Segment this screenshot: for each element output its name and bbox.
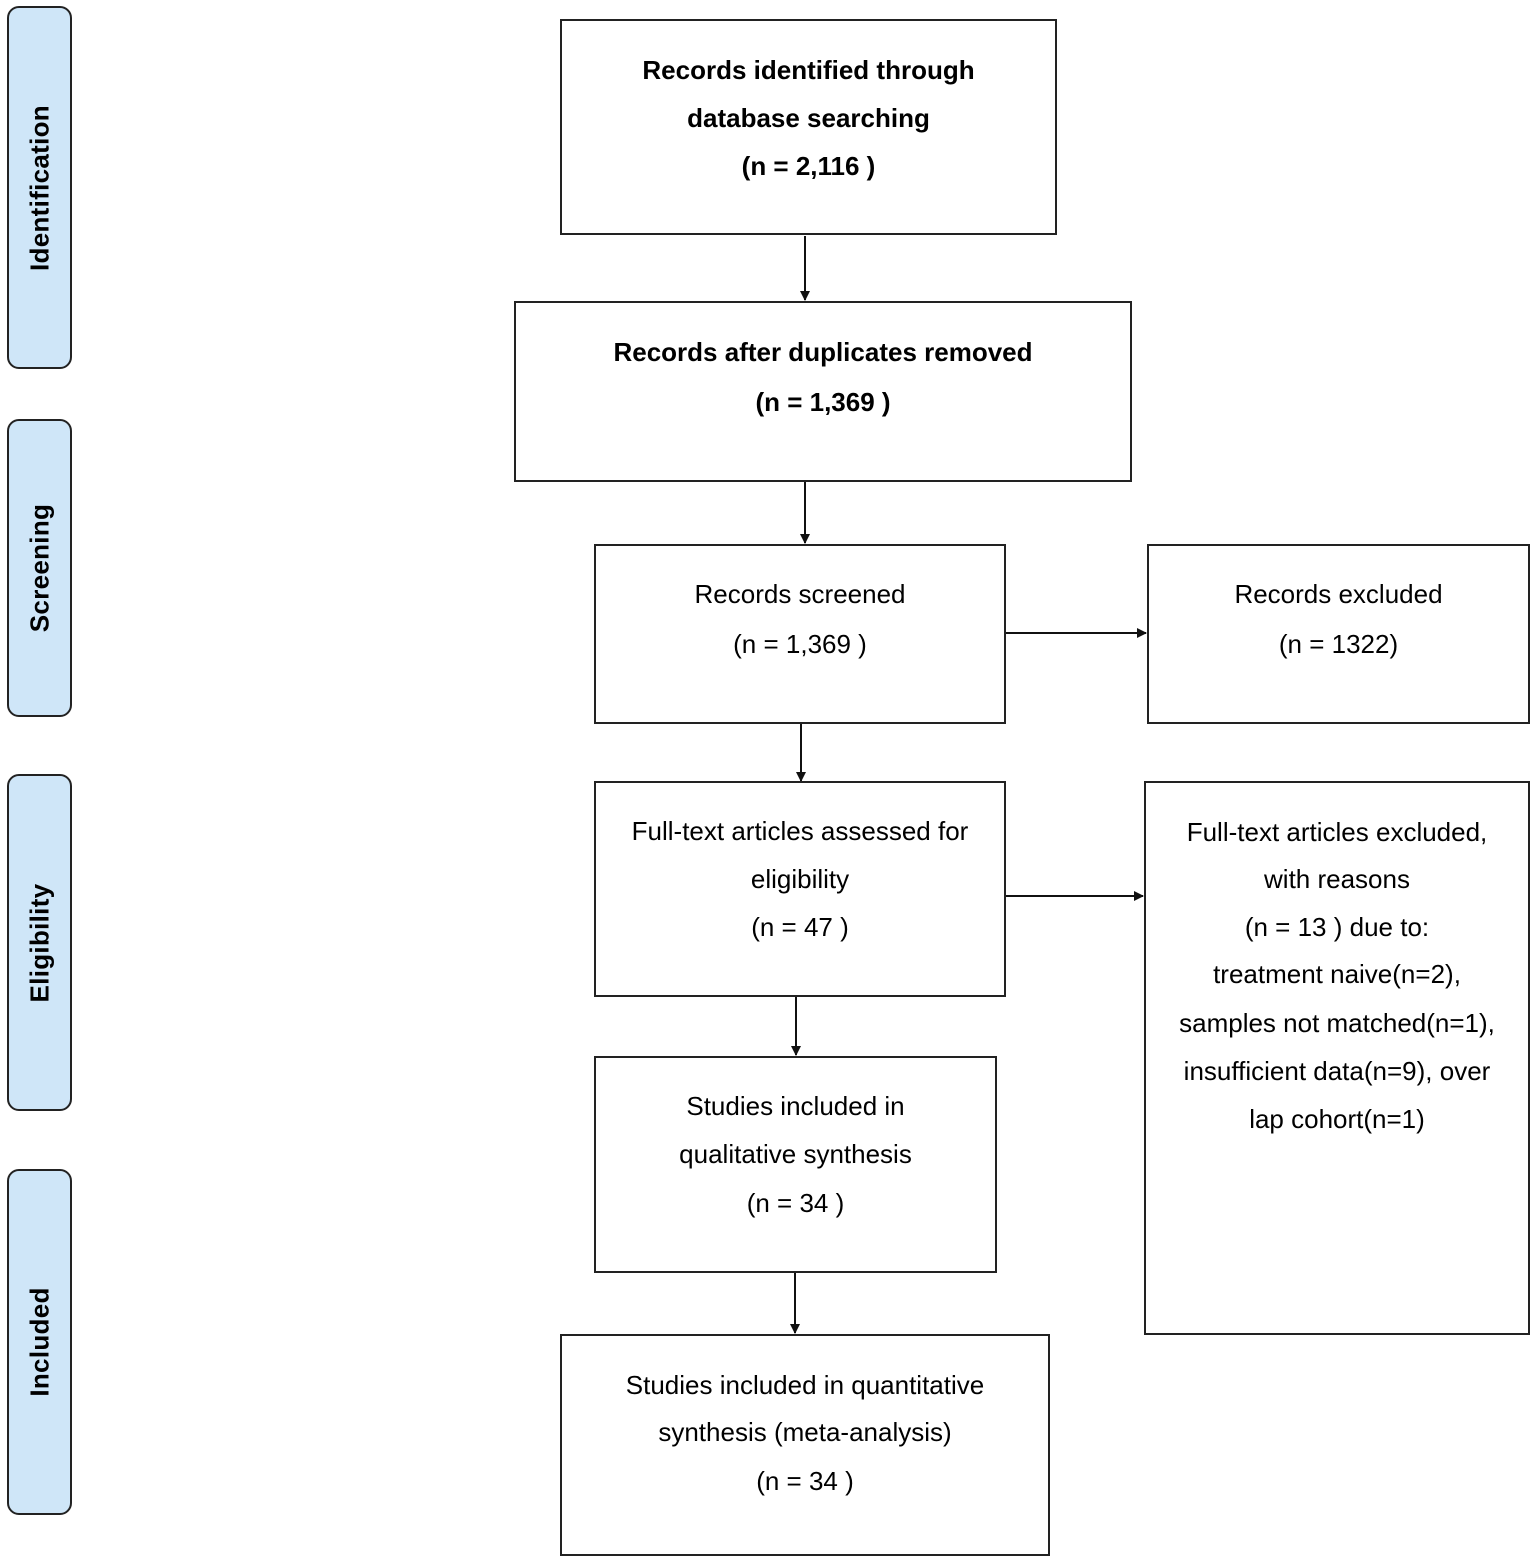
quantitative-synthesis-box: Studies included in quantitative synthes… <box>560 1334 1050 1556</box>
records-excluded-box: Records excluded (n = 1322) <box>1147 544 1530 724</box>
qualitative-synthesis-line-2: qualitative synthesis <box>679 1139 912 1169</box>
fulltext-excluded-reason-1: treatment naive(n=2), <box>1213 959 1461 989</box>
fulltext-excluded-reason-4: lap cohort(n=1) <box>1249 1104 1425 1134</box>
fulltext-assessed-line-2: eligibility <box>750 864 850 894</box>
stage-eligibility: Eligibility <box>7 774 72 1111</box>
records-screened-line-1: Records screened <box>694 579 906 609</box>
fulltext-excluded-box: Full-text articles excluded, with reason… <box>1144 781 1530 1335</box>
fulltext-excluded-reason-3: insufficient data(n=9), over <box>1183 1056 1491 1086</box>
records-identified-line-2: database searching <box>687 103 930 133</box>
quantitative-synthesis-line-2: synthesis (meta-analysis) <box>658 1417 952 1447</box>
fulltext-excluded-line-1: Full-text articles excluded, <box>1186 817 1488 847</box>
records-excluded-count: (n = 1322) <box>1278 629 1399 659</box>
stage-included: Included <box>7 1169 72 1515</box>
duplicates-removed-line-1: Records after duplicates removed <box>613 337 1033 367</box>
records-identified-count: (n = 2,116 ) <box>741 151 876 181</box>
stage-screening: Screening <box>7 419 72 717</box>
qualitative-synthesis-count: (n = 34 ) <box>746 1188 845 1218</box>
fulltext-excluded-count: (n = 13 ) due to: <box>1244 912 1430 942</box>
fulltext-excluded-line-2: with reasons <box>1264 864 1410 894</box>
records-screened-count: (n = 1,369 ) <box>733 629 867 659</box>
fulltext-excluded-reason-2: samples not matched(n=1), <box>1179 1008 1495 1038</box>
records-identified-line-1: Records identified through <box>642 55 975 85</box>
fulltext-assessed-box: Full-text articles assessed for eligibil… <box>594 781 1006 997</box>
records-screened-box: Records screened (n = 1,369 ) <box>594 544 1006 724</box>
records-excluded-line-1: Records excluded <box>1234 579 1443 609</box>
fulltext-assessed-line-1: Full-text articles assessed for <box>631 816 969 846</box>
qualitative-synthesis-line-1: Studies included in <box>686 1091 905 1121</box>
duplicates-removed-box: Records after duplicates removed (n = 1,… <box>514 301 1132 482</box>
stage-identification: Identification <box>7 6 72 369</box>
quantitative-synthesis-count: (n = 34 ) <box>756 1466 854 1496</box>
fulltext-assessed-count: (n = 47 ) <box>751 912 849 942</box>
qualitative-synthesis-box: Studies included in qualitative synthesi… <box>594 1056 997 1273</box>
duplicates-removed-count: (n = 1,369 ) <box>755 387 891 417</box>
records-identified-box: Records identified through database sear… <box>560 19 1057 235</box>
quantitative-synthesis-line-1: Studies included in quantitative <box>625 1370 985 1400</box>
